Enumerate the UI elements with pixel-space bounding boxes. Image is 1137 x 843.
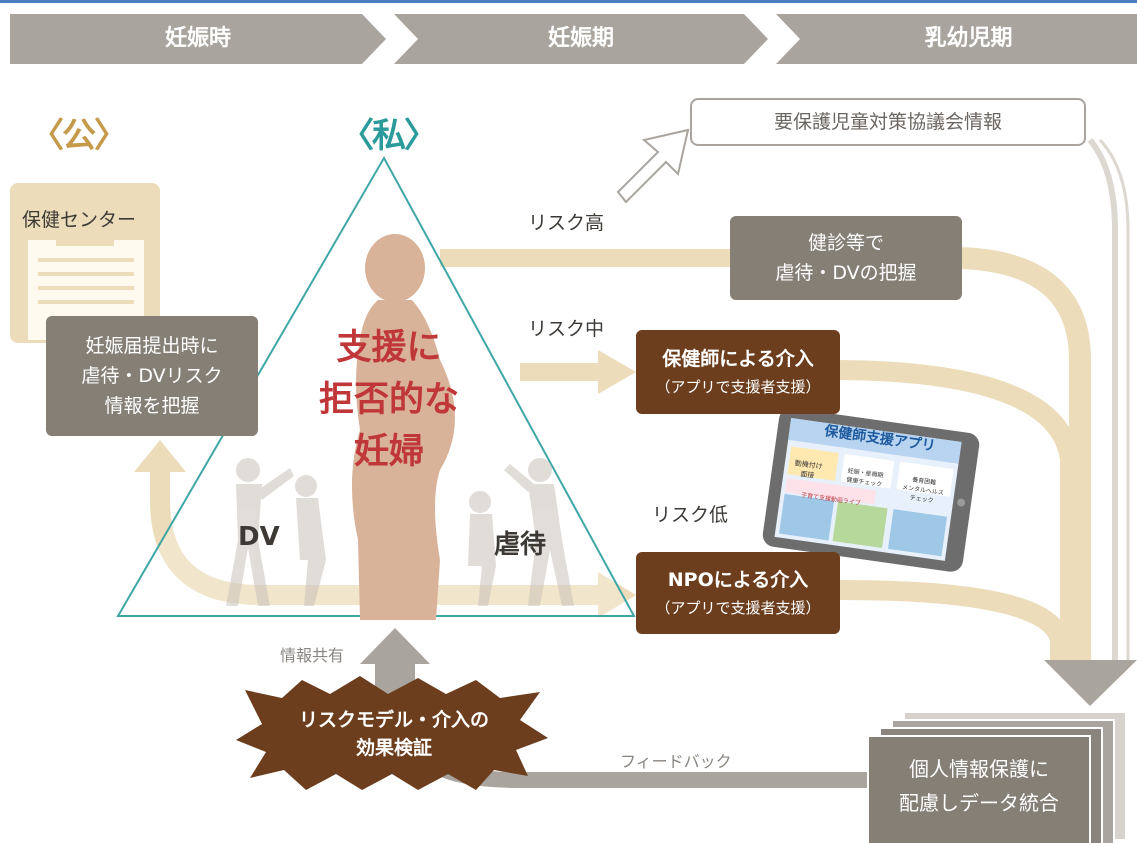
checkup-line-1: 健診等で: [807, 232, 884, 254]
burst-line-1: リスクモデル・介入の: [298, 709, 489, 731]
npo-intervention-box: NPOによる介入 （アプリで支援者支援）: [636, 552, 840, 634]
burst-shape: [236, 676, 548, 790]
info-share-arrow-head: [360, 628, 430, 664]
center-line-1: 支援に: [336, 328, 442, 368]
center-line-2: 拒否的な: [318, 380, 459, 420]
dv-silhouettes: [226, 458, 326, 606]
npo-intervention-sub: （アプリで支援者支援）: [655, 599, 821, 617]
arrow-head-low: [598, 572, 636, 618]
nurse-intervention-title: 保健師による介入: [662, 348, 814, 370]
public-sector-label: 〈公〉: [30, 116, 128, 156]
phase-arrow-2: [394, 14, 768, 64]
app-tablet-icon: [762, 408, 980, 572]
checkup-line-2: 虐待・DVの把握: [775, 262, 917, 284]
dv-label: DV: [238, 522, 280, 552]
private-sector-label: 〈私〉: [340, 116, 438, 156]
risk-low-label: リスク低: [652, 504, 729, 526]
npo-intervention-title: NPOによる介入: [667, 569, 809, 591]
center-label: 支援に 拒否的な 妊婦: [304, 322, 474, 478]
abuse-silhouettes: [468, 458, 574, 606]
phase-arrow-3: [776, 14, 1137, 64]
feedback-label: フィードバック: [620, 752, 732, 771]
top-rule: [0, 0, 1137, 3]
public-info-line-2: 虐待・DVリスク: [81, 365, 223, 387]
risk-high-label: リスク高: [528, 212, 605, 234]
flow-bands: [150, 247, 1091, 660]
phase-pregnancy-time: 妊娠時: [164, 26, 231, 51]
council-info-box: 要保護児童対策協議会情報: [690, 98, 1086, 146]
info-share-label: 情報共有: [280, 646, 345, 665]
checkup-box: 健診等で 虐待・DVの把握: [730, 216, 962, 300]
nurse-intervention-box: 保健師による介入 （アプリで支援者支援）: [636, 330, 840, 414]
council-hollow-arrow: [616, 128, 690, 204]
public-info-line-3: 情報を把握: [104, 395, 200, 417]
risk-mid-label: リスク中: [528, 318, 605, 340]
arrow-head-up: [134, 440, 186, 472]
abuse-label: 虐待: [494, 530, 547, 560]
data-integration-label: 個人情報保護に 配慮しデータ統合: [870, 752, 1088, 820]
arrow-head-mid: [598, 350, 636, 394]
data-integration-line-1: 個人情報保護に: [909, 757, 1049, 781]
nurse-intervention-sub: （アプリで支援者支援）: [655, 378, 821, 396]
merge-arrow-head: [1044, 660, 1137, 706]
burst-line-2: 効果検証: [355, 737, 432, 759]
public-info-box: 妊娠届提出時に 虐待・DVリスク 情報を把握: [46, 316, 258, 436]
health-center-label: 保健センター: [22, 209, 137, 231]
phase-pregnancy-period: 妊娠期: [547, 26, 614, 51]
center-line-3: 妊婦: [353, 432, 424, 472]
public-info-line-1: 妊娠届提出時に: [85, 335, 219, 357]
burst-label: リスクモデル・介入の 効果検証: [268, 706, 520, 762]
council-flow-line-2: [1098, 138, 1130, 665]
council-flow-line: [1087, 138, 1118, 665]
pregnant-woman-icon: [351, 234, 455, 620]
data-integration-line-2: 配慮しデータ統合: [899, 791, 1059, 815]
phase-infancy: 乳幼児期: [924, 26, 1013, 51]
phase-arrow-1: [10, 14, 386, 64]
data-stack-icon: [867, 711, 1127, 843]
